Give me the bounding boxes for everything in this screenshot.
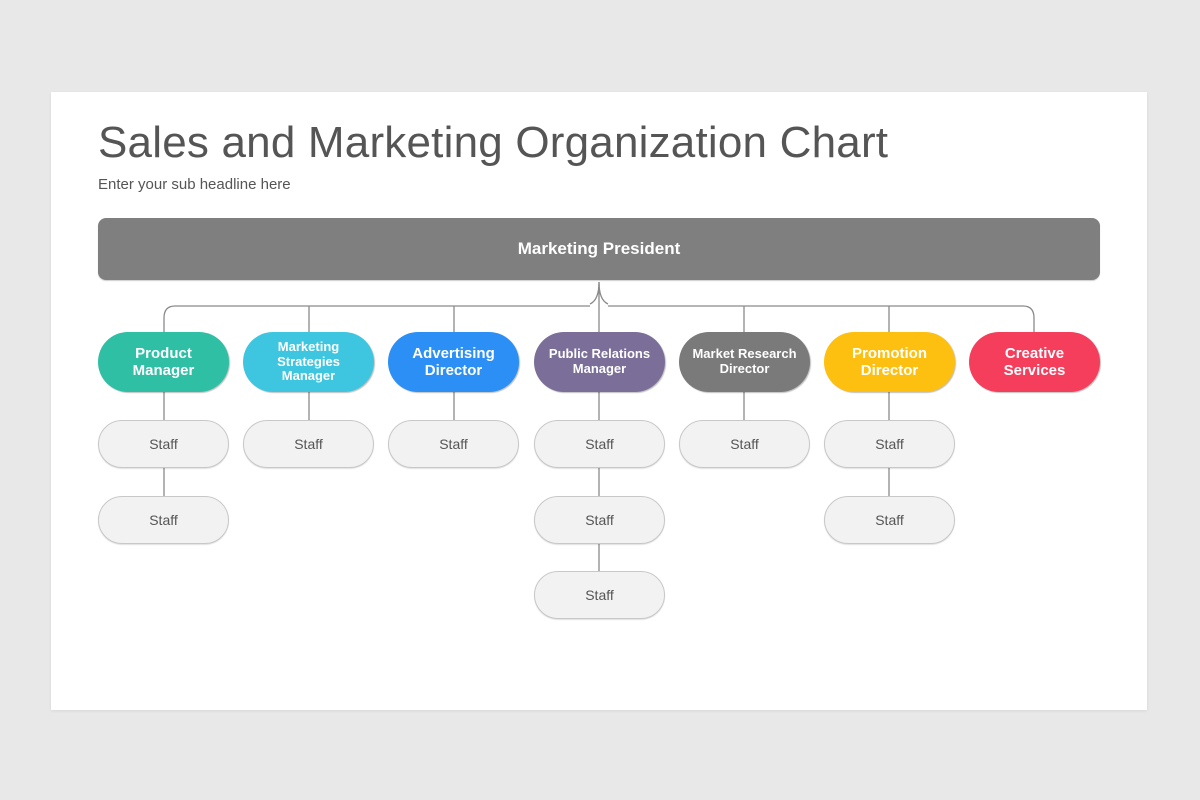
staff-node[interactable]: Staff — [824, 420, 955, 468]
node-product-manager[interactable]: Product Manager — [98, 332, 229, 392]
node-label: Market Research Director — [692, 346, 797, 376]
node-label: Product Manager — [132, 344, 195, 379]
staff-label: Staff — [294, 436, 323, 452]
node-label: Advertising Director — [412, 344, 495, 379]
root-node-marketing-president[interactable]: Marketing President — [98, 218, 1100, 280]
staff-node[interactable]: Staff — [534, 496, 665, 544]
staff-label: Staff — [585, 436, 614, 452]
node-creative-services[interactable]: Creative Services — [969, 332, 1100, 392]
staff-node[interactable]: Staff — [243, 420, 374, 468]
staff-label: Staff — [585, 512, 614, 528]
node-promotion-director[interactable]: Promotion Director — [824, 332, 955, 392]
staff-label: Staff — [730, 436, 759, 452]
node-advertising-director[interactable]: Advertising Director — [388, 332, 519, 392]
staff-node[interactable]: Staff — [824, 496, 955, 544]
node-label: Marketing Strategies Manager — [277, 338, 340, 384]
page-subtitle: Enter your sub headline here — [98, 176, 291, 193]
node-marketing-strategies-manager[interactable]: Marketing Strategies Manager — [243, 332, 374, 392]
staff-label: Staff — [149, 436, 178, 452]
page-title: Sales and Marketing Organization Chart — [98, 118, 889, 167]
staff-label: Staff — [875, 512, 904, 528]
node-label: Creative Services — [1003, 344, 1066, 379]
staff-node[interactable]: Staff — [98, 496, 229, 544]
node-market-research-director[interactable]: Market Research Director — [679, 332, 810, 392]
node-label: Promotion Director — [852, 344, 927, 379]
root-node-label: Marketing President — [517, 239, 681, 258]
node-label: Public Relations Manager — [548, 346, 651, 376]
staff-label: Staff — [585, 587, 614, 603]
staff-node[interactable]: Staff — [679, 420, 810, 468]
staff-label: Staff — [439, 436, 468, 452]
staff-node[interactable]: Staff — [534, 571, 665, 619]
staff-node[interactable]: Staff — [388, 420, 519, 468]
staff-label: Staff — [875, 436, 904, 452]
staff-label: Staff — [149, 512, 178, 528]
staff-node[interactable]: Staff — [98, 420, 229, 468]
staff-node[interactable]: Staff — [534, 420, 665, 468]
node-public-relations-manager[interactable]: Public Relations Manager — [534, 332, 665, 392]
